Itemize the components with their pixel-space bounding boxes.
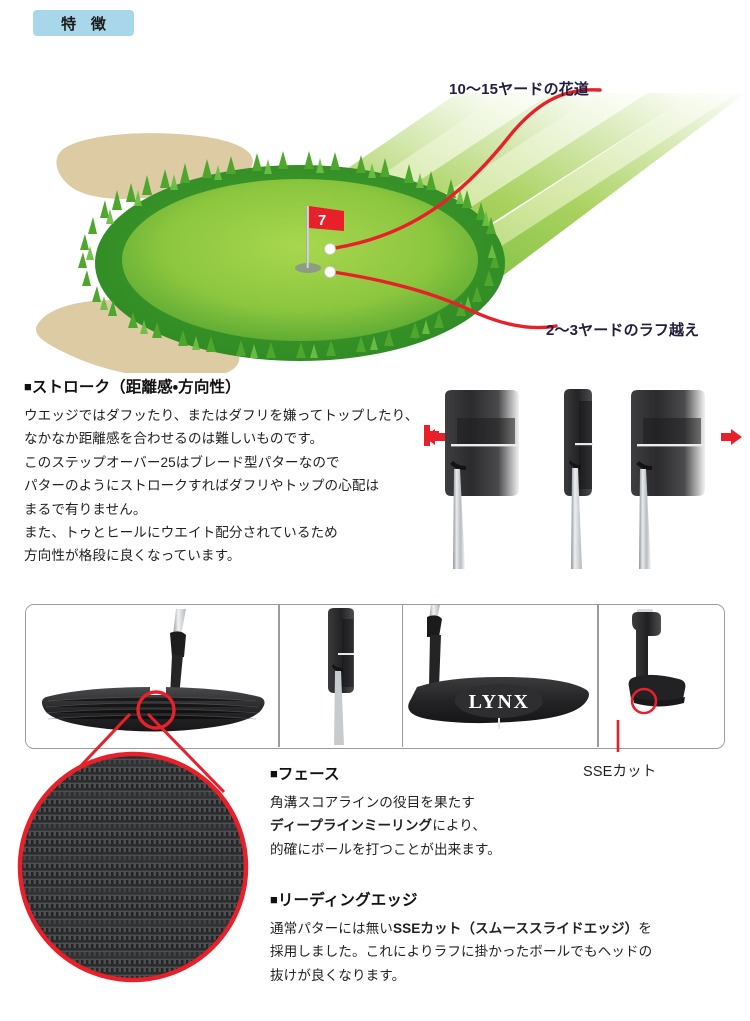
label-approach-distance: 10〜15ヤードの花道 <box>449 81 590 98</box>
golf-ball-upper <box>324 243 336 255</box>
face-line-2: ディープラインミーリングにより、 <box>270 814 740 837</box>
stroke-line-7: 方向性が格段に良くなっています。 <box>24 548 241 564</box>
label-rough-distance: 2〜3ヤードのラフ越え <box>546 322 700 339</box>
product-photo-gallery: LYNX <box>25 604 725 749</box>
rough-grass <box>78 151 499 358</box>
stroke-line-6: また、トゥとヒールにウエイト配分されているため <box>24 525 338 541</box>
bullet-square-icon: ■ <box>270 766 278 781</box>
ball-path-rough <box>331 270 558 330</box>
bullet-square-icon: ■ <box>24 379 32 394</box>
stroke-photo-row <box>424 383 742 573</box>
leading-edge-line-2: 採用しました。これによりラフに掛かったボールでもヘッドの <box>270 944 653 960</box>
sse-cut-highlight-circle <box>630 687 657 715</box>
putting-green <box>122 179 478 341</box>
leading-edge-heading: ■リーディングエッジ <box>270 888 740 910</box>
leading-edge-text-block: ■リーディングエッジ 通常パターには無いSSEカット（スムーススライドエッジ）を… <box>270 888 740 987</box>
stroke-text-block: ■ストローク（距離感・方向性） ウエッジではダフッたり、またはダフリを嫌ってトッ… <box>24 375 424 568</box>
sse-callout-leader <box>560 720 750 790</box>
leading-edge-line-3: 抜けが良くなります。 <box>270 967 406 983</box>
face-milling-zoom <box>16 700 286 1010</box>
stroke-line-4: パターのようにストロークすればダフリやトップの心配は <box>24 478 380 494</box>
gallery-photo-face <box>26 605 278 747</box>
leading-edge-line-1: 通常パターには無いSSEカット（スムーススライドエッジ）を <box>270 917 740 940</box>
face-line-2-rest: により、 <box>432 818 487 834</box>
leading-edge-heading-text: リーディングエッジ <box>277 892 418 909</box>
stroke-heading: ■ストローク（距離感・方向性） <box>24 375 424 397</box>
golf-green-illustration: 7 10〜15ヤードの花道 2〜3ヤードのラフ越え <box>0 38 750 373</box>
stroke-heading-text: ストローク（距離感・方向性） <box>31 379 241 396</box>
red-arrow-left <box>424 425 445 446</box>
stroke-section: ■ストローク（距離感・方向性） ウエッジではダフッたり、またはダフリを嫌ってトッ… <box>0 375 750 580</box>
face-line-3: 的確にボールを打つことが出来ます。 <box>270 841 501 857</box>
face-zoom-highlight-circle <box>136 690 176 730</box>
stroke-photo-address <box>424 383 542 573</box>
stroke-line-5: まるで有りません。 <box>24 501 147 517</box>
ball-path-approach <box>333 88 602 250</box>
gallery-photo-sse-cut <box>598 605 724 747</box>
face-line-1: 角溝スコアラインの役目を果たす <box>270 795 475 810</box>
golf-ball-lower <box>324 266 336 278</box>
gallery-photo-back-lynx: LYNX <box>403 605 597 747</box>
sse-cut-label: SSEカット <box>583 764 657 780</box>
gallery-photo-toe <box>279 605 402 747</box>
flag-number-text: 7 <box>318 212 326 229</box>
face-text-block: ■フェース 角溝スコアラインの役目を果たす ディープラインミーリングにより、 的… <box>270 762 740 861</box>
flag-marker: 7 <box>295 206 344 273</box>
leading-edge-line-1-a: 通常パターには無い <box>270 921 393 936</box>
leading-edge-line-1-b: を <box>638 921 652 936</box>
face-heading-text: フェース <box>277 766 340 783</box>
gallery-divider-3 <box>597 605 599 747</box>
lynx-logo-text: LYNX <box>469 691 530 713</box>
bullet-square-icon: ■ <box>270 892 278 907</box>
section-badge-features: 特 徴 <box>33 10 134 36</box>
stroke-photo-impact <box>618 383 742 573</box>
gallery-divider-2 <box>401 605 403 747</box>
red-arrow-right <box>721 429 742 445</box>
face-heading: ■フェース <box>270 762 740 784</box>
face-line-2-bold: ディープラインミーリング <box>270 818 433 834</box>
zoom-circle-outline <box>17 751 249 983</box>
stroke-line-1: ウエッジではダフッたり、またはダフリを嫌ってトップしたり、 <box>24 408 419 423</box>
gallery-divider-1 <box>278 605 280 747</box>
leading-edge-line-1-bold: SSEカット（スムーススライドエッジ） <box>392 921 639 936</box>
stroke-photo-toe-up <box>542 383 618 573</box>
stroke-line-2: なかなか距離感を合わせるのは難しいものです。 <box>24 431 324 447</box>
stroke-line-3: このステップオーバー25はブレード型パターなので <box>24 454 340 470</box>
